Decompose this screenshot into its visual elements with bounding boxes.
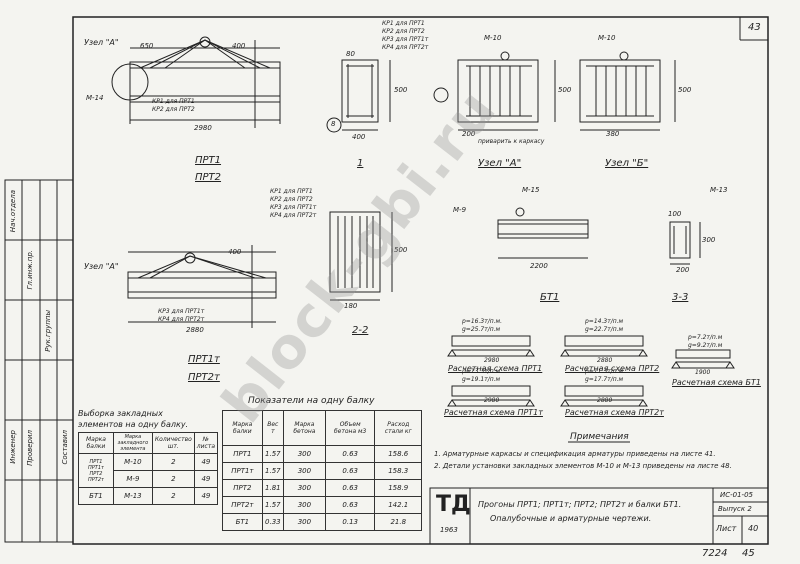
- notes-title: Примечания: [570, 432, 629, 442]
- frame-label-kr1: КР1 для ПРТ1: [152, 98, 195, 105]
- stamp-cell: Составил: [61, 430, 69, 465]
- title-line-2: Опалубочные и арматурные чертежи.: [490, 514, 652, 523]
- callout-ref8: 8: [331, 120, 336, 128]
- frame-label-kr1c: КР1 для ПРТ1: [270, 188, 313, 195]
- dim-100: 100: [668, 210, 682, 218]
- frame-label-kr4b: КР4 для ПРТ2т: [382, 44, 429, 51]
- stamp-cell: Гл.инж.пр.: [26, 250, 34, 290]
- idx-table-title: Показатели на одну балку: [248, 396, 375, 406]
- dim-400-a: 400: [232, 42, 246, 50]
- title-sheet-label: Лист: [716, 524, 737, 533]
- callout-node-a-mid: Узел "А": [84, 262, 119, 271]
- stamp-cell: Нач.отдела: [9, 190, 17, 233]
- dim-500-d: 500: [394, 246, 408, 254]
- callout-m13: М-13: [710, 186, 728, 194]
- dim-2980: 2980: [194, 124, 212, 132]
- frame-label-kr2: КР2 для ПРТ2: [152, 106, 195, 113]
- table-header-row: Марка балки Марка закладного элемента Ко…: [78, 432, 219, 454]
- frame-label-kr3b: КР3 для ПРТ1т: [382, 36, 429, 43]
- dim-180: 180: [344, 302, 358, 310]
- title-year: 1963: [440, 526, 458, 534]
- title-sheet-no: 40: [748, 524, 759, 533]
- dim-2200: 2200: [530, 262, 548, 270]
- view-bt1: БТ1: [540, 292, 560, 303]
- callout-m9: М-9: [453, 206, 467, 214]
- title-issue: Выпуск 2: [718, 505, 752, 513]
- stamp-cell: Инженер: [9, 430, 17, 464]
- table-header-row: Марка балки Вес т Марка бетона Объем бет…: [222, 410, 422, 446]
- dim-380: 380: [606, 130, 620, 138]
- view-prt2t: ПРТ2т: [188, 372, 220, 383]
- dim-500-b: 500: [558, 86, 572, 94]
- dim-500-c: 500: [678, 86, 692, 94]
- view-section-1: 1: [357, 158, 364, 169]
- dim-400-b: 400: [352, 133, 366, 141]
- view-prt1: ПРТ1: [195, 155, 222, 166]
- view-section-2: 2-2: [352, 325, 369, 336]
- title-line-1: Прогоны ПРТ1; ПРТ1т; ПРТ2; ПРТ2т и балки…: [478, 500, 682, 509]
- dim-2880: 2880: [186, 326, 204, 334]
- frame-label-kr3c: КР3 для ПРТ1т: [270, 204, 317, 211]
- sheet-number: 43: [748, 22, 761, 33]
- callout-m10-a: М-10: [484, 34, 502, 42]
- frame-label-kr4c: КР4 для ПРТ2т: [270, 212, 317, 219]
- callout-m14: М-14: [86, 94, 104, 102]
- stamp-cell: Проверил: [26, 430, 34, 466]
- view-prt2: ПРТ2: [195, 172, 222, 183]
- dim-500-a: 500: [394, 86, 408, 94]
- callout-m15: М-15: [522, 186, 540, 194]
- footer-number: 7224: [702, 548, 728, 559]
- title-series: ИС-01-05: [720, 491, 753, 499]
- embed-table-title: Выборка закладных элементов на одну балк…: [78, 409, 189, 429]
- note-2: 2. Детали установки закладных элементов …: [434, 462, 732, 470]
- frame-label-kr4d: КР4 для ПРТ2т: [158, 316, 205, 323]
- callout-weld: приварить к каркасу: [478, 138, 545, 145]
- frame-label-kr2b: КР2 для ПРТ2: [382, 28, 425, 35]
- frame-label-kr1b: КР1 для ПРТ1: [382, 20, 425, 27]
- idx-table: Марка балки Вес т Марка бетона Объем бет…: [222, 410, 422, 531]
- dim-200-b: 200: [676, 266, 690, 274]
- dim-300: 300: [702, 236, 716, 244]
- callout-node-a-top: Узел "А": [84, 38, 119, 47]
- dim-200-a: 200: [462, 130, 476, 138]
- callout-m10-b: М-10: [598, 34, 616, 42]
- table-row: БТ1 М-13 2 49: [78, 487, 219, 505]
- view-node-b: Узел "Б": [605, 158, 649, 169]
- frame-label-kr3d: КР3 для ПРТ1т: [158, 308, 205, 315]
- footer-number-2: 45: [742, 548, 755, 559]
- table-row: ПРТ1 ПРТ1т ПРТ2 ПРТ2т М-10 2 49: [78, 453, 219, 488]
- view-node-a: Узел "А": [478, 158, 522, 169]
- dim-400-c: 400: [228, 248, 242, 256]
- stamp-cell: Рук.группы: [44, 310, 52, 352]
- note-1: 1. Арматурные каркасы и спецификация арм…: [434, 450, 716, 458]
- title-logo: ТД: [436, 492, 471, 517]
- view-section-3: 3-3: [672, 292, 689, 303]
- embed-table: Марка балки Марка закладного элемента Ко…: [78, 432, 219, 505]
- frame-label-kr2c: КР2 для ПРТ2: [270, 196, 313, 203]
- dim-80: 80: [346, 50, 355, 58]
- dim-650: 650: [140, 42, 154, 50]
- view-prt1t: ПРТ1т: [188, 354, 220, 365]
